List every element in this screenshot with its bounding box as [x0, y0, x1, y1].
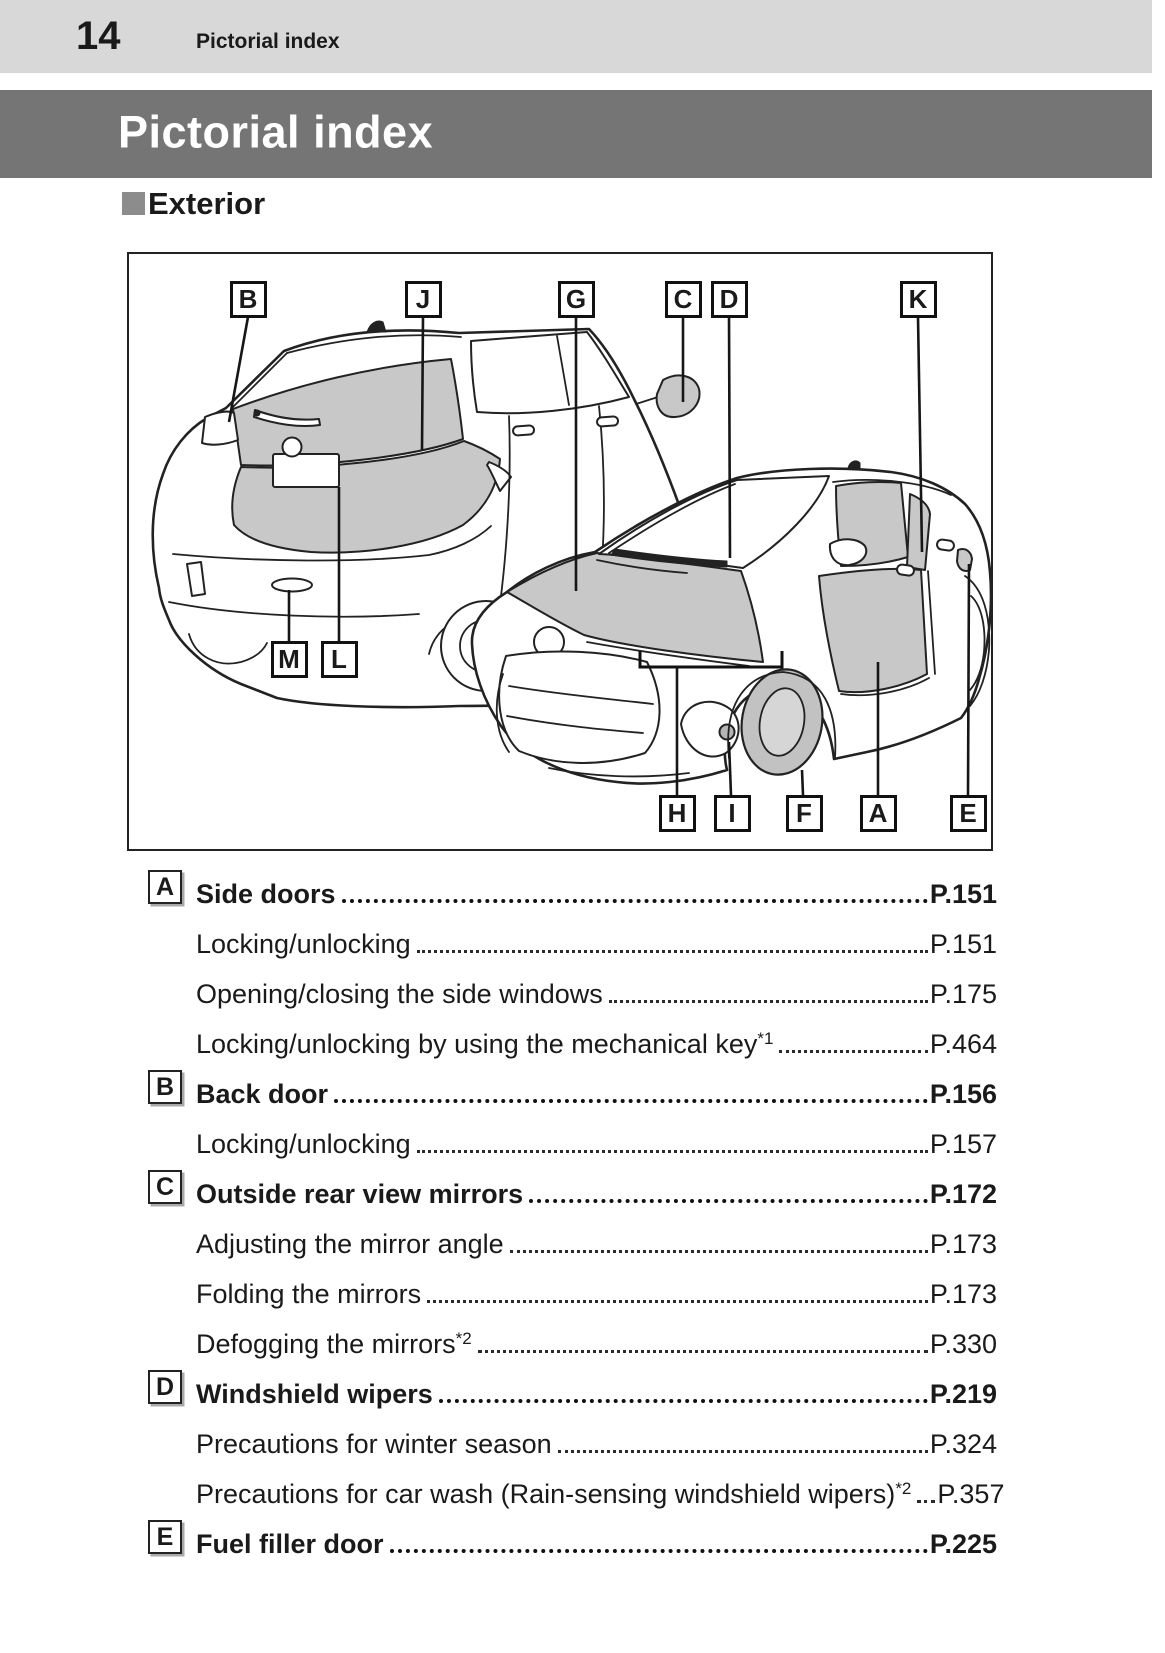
diagram-label-M: M: [270, 640, 308, 678]
page-ref: P.175: [929, 978, 997, 1009]
footnote-marker: *2: [895, 1478, 912, 1498]
index-row: C Outside rear view mirrors P.172: [148, 1158, 997, 1208]
row-letter-box-D: D: [148, 1370, 182, 1404]
dotted-leader: [427, 1300, 928, 1303]
row-label: Locking/unlocking: [196, 1128, 411, 1159]
row-label: Folding the mirrors: [196, 1278, 422, 1309]
diagram-label-E: E: [949, 794, 987, 832]
leader-line-E: [966, 563, 971, 796]
diagram-label-J: J: [404, 280, 442, 318]
index-row: Folding the mirrors P.173: [148, 1258, 997, 1308]
index-row: B Back door P.156: [148, 1058, 997, 1108]
row-label: Outside rear view mirrors: [196, 1178, 524, 1209]
section-square-icon: [122, 192, 145, 215]
page-ref: P.151: [929, 928, 997, 959]
dotted-leader: [477, 1350, 928, 1353]
leader-line-B: [227, 316, 250, 423]
row-label: Back door: [196, 1078, 329, 1109]
dotted-leader: [557, 1450, 928, 1453]
page-ref: P.173: [929, 1278, 997, 1309]
leader-line-I: [727, 741, 733, 796]
dotted-leader: [334, 1099, 928, 1103]
page-header-strip: 14 Pictorial index: [0, 0, 1152, 73]
chapter-banner: Pictorial index: [0, 90, 1152, 178]
leader-line-F: [800, 769, 805, 796]
diagram-label-L: L: [320, 640, 358, 678]
row-letter-box-A: A: [148, 870, 182, 904]
page-ref: P.172: [929, 1178, 997, 1209]
index-row: Precautions for car wash (Rain-sensing w…: [148, 1458, 1004, 1509]
page-ref: P.330: [929, 1328, 997, 1359]
diagram-label-C: C: [664, 280, 702, 318]
leader-line-D: [727, 316, 732, 559]
dotted-leader: [917, 1500, 936, 1503]
page-ref: P.151: [929, 878, 997, 909]
index-row: Locking/unlocking by using the mechanica…: [148, 1008, 997, 1058]
dotted-leader: [416, 1150, 928, 1153]
index-row: Precautions for winter season P.324: [148, 1408, 997, 1458]
dotted-leader: [341, 899, 928, 903]
dotted-leader: [389, 1549, 928, 1553]
row-label: Adjusting the mirror angle: [196, 1228, 504, 1259]
diagram-label-D: D: [710, 280, 748, 318]
index-row: Defogging the mirrors*2 P.330: [148, 1308, 997, 1358]
index-row: Locking/unlocking P.151: [148, 908, 997, 958]
section-heading-label: Exterior: [148, 186, 266, 221]
diagram-label-F: F: [785, 794, 823, 832]
leader-line-J: [420, 316, 425, 451]
row-label: Side doors: [196, 878, 336, 909]
callout-leader-lines: [227, 316, 971, 796]
car-illustration: [151, 316, 991, 796]
index-row: Adjusting the mirror angle P.173: [148, 1208, 997, 1258]
diagram-label-B: B: [229, 280, 267, 318]
row-label: Locking/unlocking by using the mechanica…: [196, 1028, 774, 1059]
index-row: Opening/closing the side windows P.175: [148, 958, 997, 1008]
chapter-banner-title: Pictorial index: [118, 106, 434, 158]
row-label: Fuel filler door: [196, 1528, 384, 1559]
dotted-leader: [509, 1250, 928, 1253]
footnote-marker: *2: [455, 1328, 472, 1348]
page-ref: P.157: [929, 1128, 997, 1159]
dotted-leader: [608, 1000, 928, 1003]
dotted-leader: [779, 1050, 928, 1053]
dotted-leader: [416, 950, 928, 953]
index-row: A Side doors P.151: [148, 858, 997, 908]
row-label: Defogging the mirrors*2: [196, 1328, 472, 1359]
diagram-label-H: H: [658, 794, 696, 832]
dotted-leader: [438, 1399, 928, 1403]
page-number: 14: [76, 14, 121, 58]
index-row: D Windshield wipers P.219: [148, 1358, 997, 1408]
dotted-leader: [529, 1199, 928, 1203]
leader-line-K: [916, 316, 924, 553]
diagram-label-K: K: [899, 280, 937, 318]
row-label: Windshield wipers: [196, 1378, 433, 1409]
section-heading: Exterior: [122, 188, 265, 219]
page-ref: P.173: [929, 1228, 997, 1259]
diagram-label-I: I: [713, 794, 751, 832]
car-rear-view: [151, 320, 705, 709]
car-front-view: [470, 460, 991, 785]
row-label: Locking/unlocking: [196, 928, 411, 959]
page-ref: P.219: [929, 1378, 997, 1409]
row-label: Opening/closing the side windows: [196, 978, 603, 1009]
page-ref: P.156: [929, 1078, 997, 1109]
index-row: Locking/unlocking P.157: [148, 1108, 997, 1158]
row-label: Precautions for winter season: [196, 1428, 552, 1459]
diagram-label-A: A: [859, 794, 897, 832]
footnote-marker: *1: [757, 1028, 774, 1048]
page-header-title: Pictorial index: [196, 30, 340, 53]
page-ref: P.464: [929, 1028, 997, 1059]
page-ref: P.225: [929, 1528, 997, 1559]
page-ref: P.357: [937, 1478, 1005, 1509]
row-letter-box-E: E: [148, 1520, 182, 1554]
row-label: Precautions for car wash (Rain-sensing w…: [196, 1478, 912, 1509]
page-ref: P.324: [929, 1428, 997, 1459]
row-letter-box-C: C: [148, 1170, 182, 1204]
diagram-label-G: G: [557, 280, 595, 318]
index-row: E Fuel filler door P.225: [148, 1508, 997, 1558]
row-letter-box-B: B: [148, 1070, 182, 1104]
